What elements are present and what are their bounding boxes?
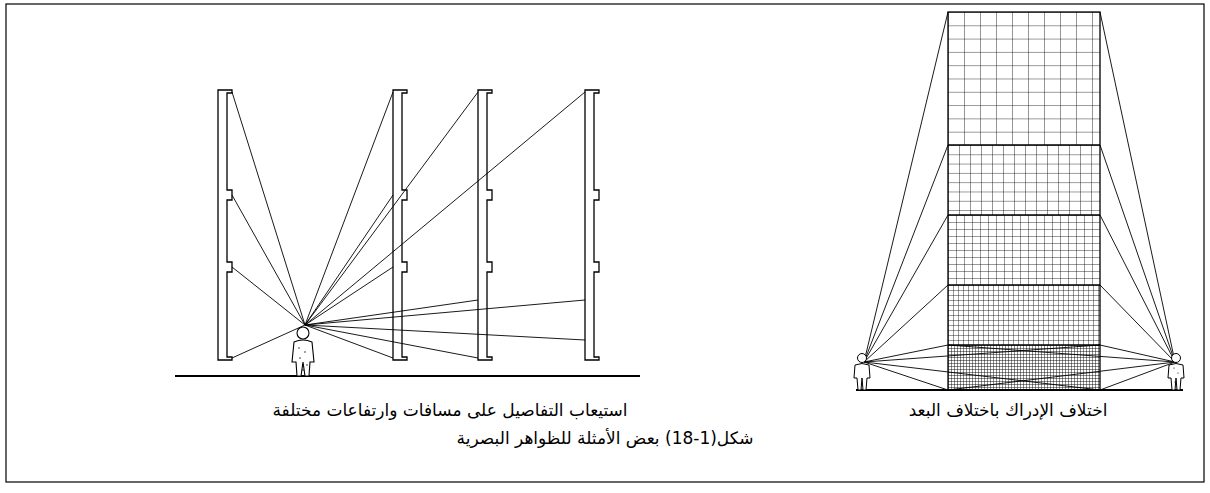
figure-caption: شكل(1-18) بعض الأمثلة للظواهر البصرية [454,428,757,448]
figure-label: اختلاف الإدراك باختلاف البعد [906,400,1111,420]
figure-label: استيعاب التفاصيل على مسافات وارتفاعات مخ… [269,400,630,420]
